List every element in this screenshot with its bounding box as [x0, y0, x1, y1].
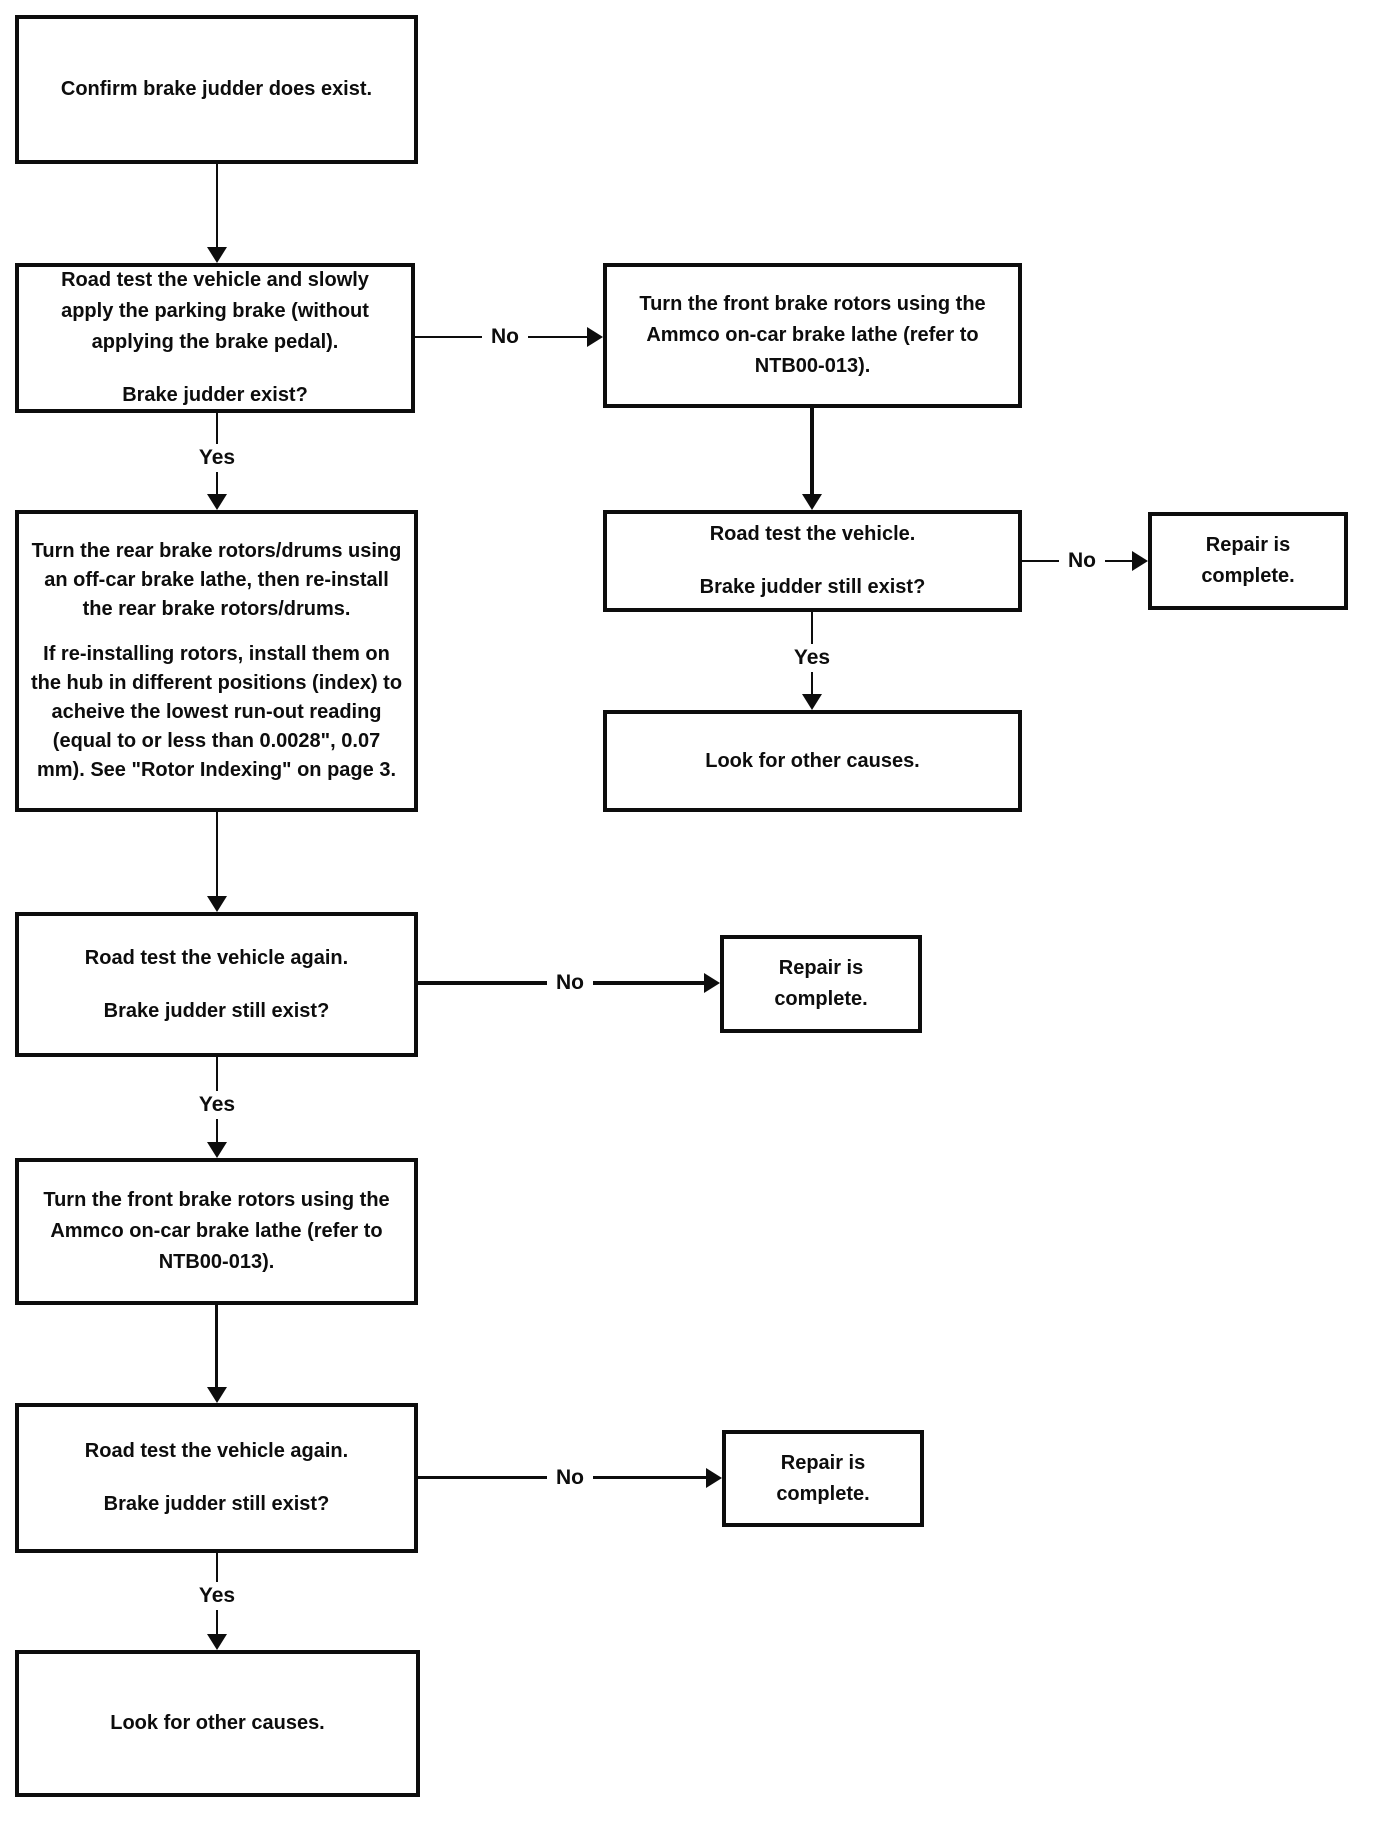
edge-label-yes-1: Yes	[189, 444, 245, 472]
node-text: Road test the vehicle and slowly apply t…	[61, 269, 369, 353]
node-text: Road test the vehicle again.	[84, 946, 349, 969]
node-text: Repair is complete.	[776, 1451, 870, 1505]
node-turn-rear-rotors: Turn the rear brake rotors/drums using a…	[15, 510, 418, 812]
node-look-other-causes-2: Look for other causes.	[15, 1650, 420, 1797]
arrowhead-down-icon	[207, 1634, 227, 1650]
edge-label-no-1: No	[482, 323, 528, 351]
node-text: If re-installing rotors, install them on…	[30, 643, 403, 781]
node-turn-front-rotors-1: Turn the front brake rotors using the Am…	[603, 263, 1022, 408]
arrowhead-down-icon	[802, 494, 822, 510]
arrowhead-down-icon	[802, 694, 822, 710]
node-text: Turn the rear brake rotors/drums using a…	[31, 540, 402, 620]
node-road-test-parking-brake: Road test the vehicle and slowly apply t…	[15, 263, 415, 413]
node-text: Road test the vehicle.	[709, 523, 916, 545]
node-text: Repair is complete.	[774, 957, 868, 1010]
node-repair-complete-1: Repair is complete.	[1148, 512, 1348, 610]
arrow-confirm-to-roadtest	[216, 164, 218, 249]
node-text: Confirm brake judder does exist.	[60, 78, 373, 100]
node-question: Brake judder exist?	[122, 384, 308, 406]
edge-label-yes-4: Yes	[189, 1582, 245, 1610]
node-text: Turn the front brake rotors using the Am…	[639, 293, 986, 377]
node-road-test-3: Road test the vehicle again. Brake judde…	[15, 912, 418, 1057]
arrowhead-down-icon	[207, 1387, 227, 1403]
node-repair-complete-2: Repair is complete.	[720, 935, 922, 1033]
arrowhead-right-icon	[1132, 551, 1148, 571]
node-question: Brake judder still exist?	[103, 999, 330, 1022]
node-text: Turn the front brake rotors using the Am…	[43, 1189, 390, 1273]
edge-label-no-3: No	[547, 969, 593, 997]
arrowhead-down-icon	[207, 896, 227, 912]
arrow-turn-front-1-to-roadtest-2	[810, 408, 814, 496]
arrowhead-right-icon	[704, 973, 720, 993]
node-question: Brake judder still exist?	[103, 1493, 330, 1515]
edge-label-no-2: No	[1059, 547, 1105, 575]
node-text: Repair is complete.	[1201, 534, 1295, 587]
edge-label-yes-3: Yes	[189, 1091, 245, 1119]
node-confirm-judder: Confirm brake judder does exist.	[15, 15, 418, 164]
node-text: Look for other causes.	[705, 749, 920, 772]
arrowhead-right-icon	[587, 327, 603, 347]
arrowhead-down-icon	[207, 494, 227, 510]
arrowhead-right-icon	[706, 1468, 722, 1488]
arrow-turn-rear-to-roadtest-3	[216, 812, 218, 898]
edge-label-no-4: No	[547, 1464, 593, 1492]
node-text: Look for other causes.	[110, 1712, 325, 1734]
arrowhead-down-icon	[207, 1142, 227, 1158]
node-road-test-2: Road test the vehicle. Brake judder stil…	[603, 510, 1022, 612]
arrow-turn-front-2-to-roadtest-4	[215, 1305, 218, 1389]
node-turn-front-rotors-2: Turn the front brake rotors using the Am…	[15, 1158, 418, 1305]
node-look-other-causes-1: Look for other causes.	[603, 710, 1022, 812]
arrowhead-down-icon	[207, 247, 227, 263]
node-question: Brake judder still exist?	[699, 576, 926, 598]
node-text: Road test the vehicle again.	[84, 1440, 349, 1462]
edge-label-yes-2: Yes	[784, 644, 840, 672]
node-road-test-4: Road test the vehicle again. Brake judde…	[15, 1403, 418, 1553]
node-repair-complete-3: Repair is complete.	[722, 1430, 924, 1527]
